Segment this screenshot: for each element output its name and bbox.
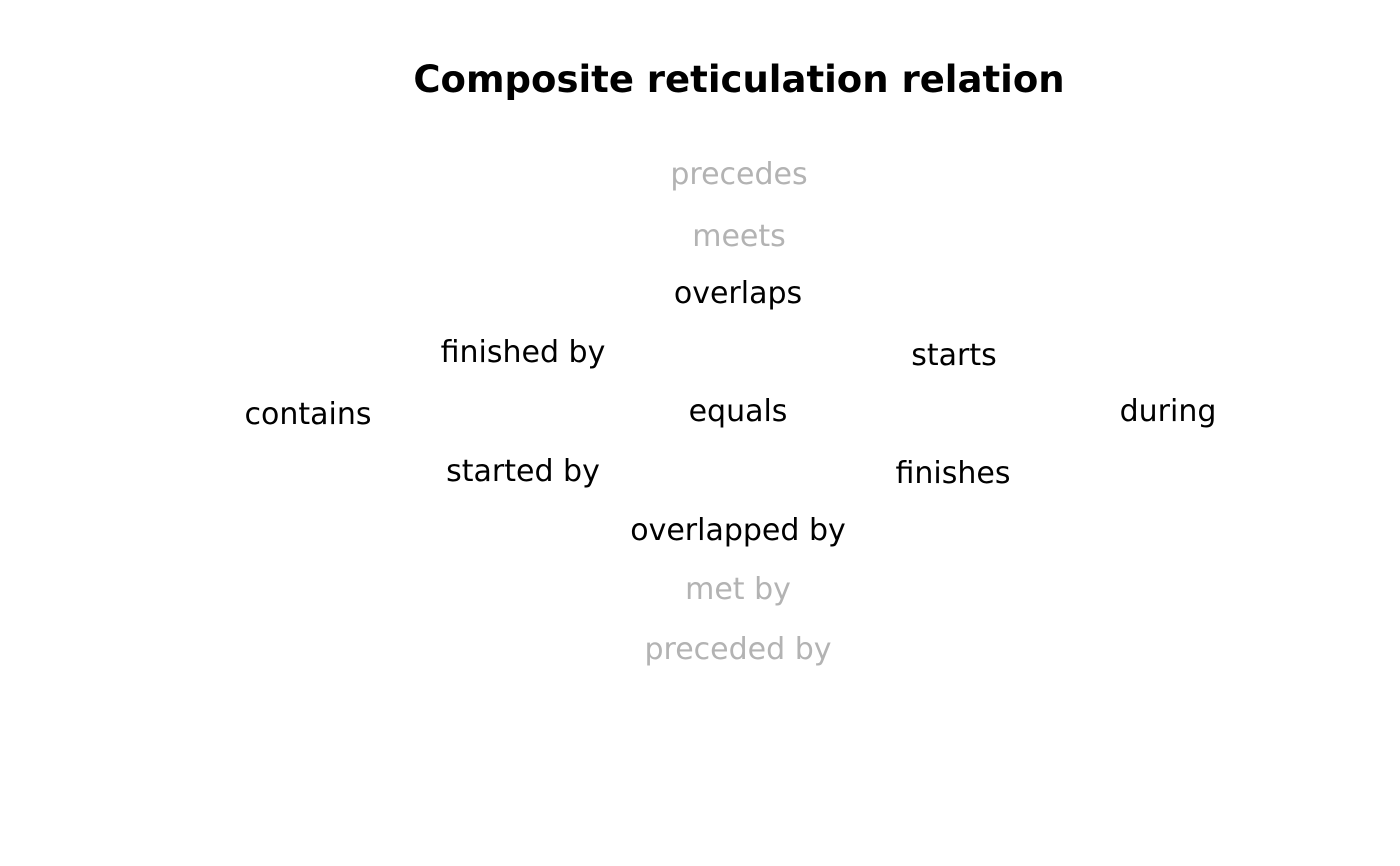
relation-meets: meets	[692, 219, 786, 254]
relation-met-by: met by	[685, 572, 791, 607]
relation-equals: equals	[688, 394, 788, 429]
relation-preceded-by: preceded by	[644, 632, 832, 667]
relation-finishes: finishes	[895, 456, 1011, 491]
diagram-title: Composite reticulation relation	[413, 58, 1065, 101]
relation-starts: starts	[911, 338, 997, 373]
relation-started-by: started by	[446, 454, 600, 489]
relation-overlaps: overlaps	[673, 276, 803, 311]
relation-contains: contains	[244, 397, 372, 432]
relation-precedes: precedes	[670, 157, 808, 192]
relation-overlapped-by: overlapped by	[630, 513, 846, 548]
relation-during: during	[1119, 394, 1217, 429]
relation-finished-by: finished by	[440, 335, 606, 370]
